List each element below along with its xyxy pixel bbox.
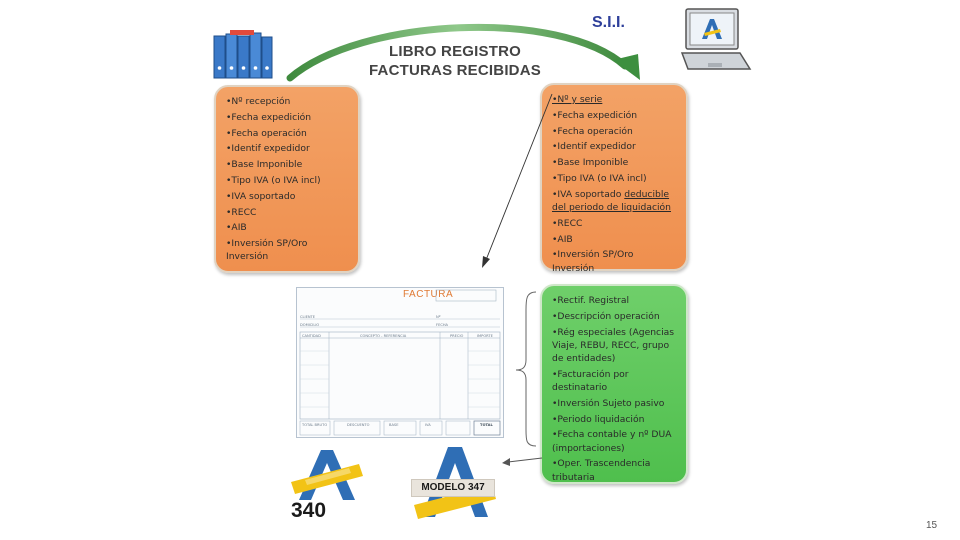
list-item: •IVA soportado deducible del periodo de … — [552, 188, 671, 213]
invoice-label-cliente: CLIENTE — [300, 315, 315, 319]
invoice-label-n: Nº — [436, 315, 441, 319]
green-box-bracket — [502, 291, 543, 466]
list-item: •Descripción operación — [552, 310, 660, 322]
list-item: •Tipo IVA (o IVA incl) — [552, 172, 647, 184]
list-item: •Identif expedidor — [226, 143, 310, 155]
invoice-label-total-bruto: TOTAL BRUTO — [302, 423, 328, 427]
received-invoices-fields-box: •Nº recepción •Fecha expedición •Fecha o… — [214, 85, 360, 273]
list-item: •Tipo IVA (o IVA incl) — [226, 174, 321, 186]
list-item: •Facturación por destinatario — [552, 368, 629, 393]
invoice-label-precio: PRECIO — [450, 334, 464, 338]
aeat-340-number: 340 — [291, 499, 327, 522]
invoice-label-concepto: CONCEPTO - REFERENCIA — [360, 334, 407, 338]
list-item: •Nº recepción — [226, 96, 291, 107]
page-number: 15 — [926, 520, 938, 531]
list-item: •Periodo liquidación — [552, 413, 645, 425]
invoice-title: FACTURA — [403, 289, 454, 300]
list-item: •AIB — [552, 233, 573, 245]
list-item: •IVA soportado — [226, 190, 296, 202]
invoice-label-total: TOTAL — [480, 423, 493, 427]
invoice-form — [296, 287, 504, 438]
invoice-label-fecha: FECHA — [436, 323, 449, 327]
diagram-title: LIBRO REGISTRO FACTURAS RECIBIDAS — [340, 42, 570, 80]
list-item: •AIB — [226, 222, 247, 234]
connector-arrow-to-invoice — [482, 93, 553, 268]
invoice-label-descuento: DESCUENTO — [347, 423, 370, 427]
list-item: •Base Imponible — [552, 157, 629, 169]
modelo-347-badge: MODELO 347 — [411, 479, 495, 497]
list-item: •RECC — [552, 217, 583, 229]
list-item: •Fecha operación — [552, 125, 633, 137]
sii-fields-box: •Nº y serie •Fecha expedición •Fecha ope… — [540, 83, 688, 274]
list-item: •Fecha contable y nº DUA (importaciones) — [552, 429, 672, 454]
list-item: •Inversión SP/Oro Inversión — [226, 238, 308, 263]
additional-fields-box: •Rectif. Registral •Descripción operació… — [540, 284, 688, 484]
list-item: •Rectif. Registral — [552, 295, 630, 306]
title-line-1: LIBRO REGISTRO — [389, 43, 521, 60]
list-item: •Fecha expedición — [226, 111, 312, 123]
list-item: •Base Imponible — [226, 159, 303, 171]
top-curved-arrow — [286, 23, 640, 82]
aeat-logo — [291, 450, 363, 500]
sii-label: S.I.I. — [592, 14, 625, 31]
title-line-2: FACTURAS RECIBIDAS — [369, 62, 541, 79]
list-item: •RECC — [226, 206, 257, 218]
binders-icon — [213, 30, 273, 79]
list-item: •Oper. Trascendencia tributaria — [552, 458, 651, 483]
laptop-icon — [680, 8, 752, 70]
invoice-label-base: BASE — [389, 423, 399, 427]
list-item: •Fecha expedición — [552, 109, 638, 121]
invoice-label-cantidad: CANTIDAD — [302, 334, 321, 338]
list-item: •Inversión Sujeto pasivo — [552, 397, 665, 409]
list-item: •Rég especiales (Agencias Viaje, REBU, R… — [552, 326, 675, 364]
list-item: •Fecha operación — [226, 127, 307, 139]
invoice-form-lines — [299, 289, 501, 436]
invoice-label-importe: IMPORTE — [477, 334, 493, 338]
invoice-label-domicilio: DOMICILIO — [300, 323, 320, 327]
list-item: •Identif expedidor — [552, 141, 636, 153]
list-item: •Inversión SP/Oro Inversión — [552, 249, 634, 274]
list-item: •Nº y serie — [552, 94, 603, 105]
invoice-label-iva: IVA — [425, 423, 431, 427]
